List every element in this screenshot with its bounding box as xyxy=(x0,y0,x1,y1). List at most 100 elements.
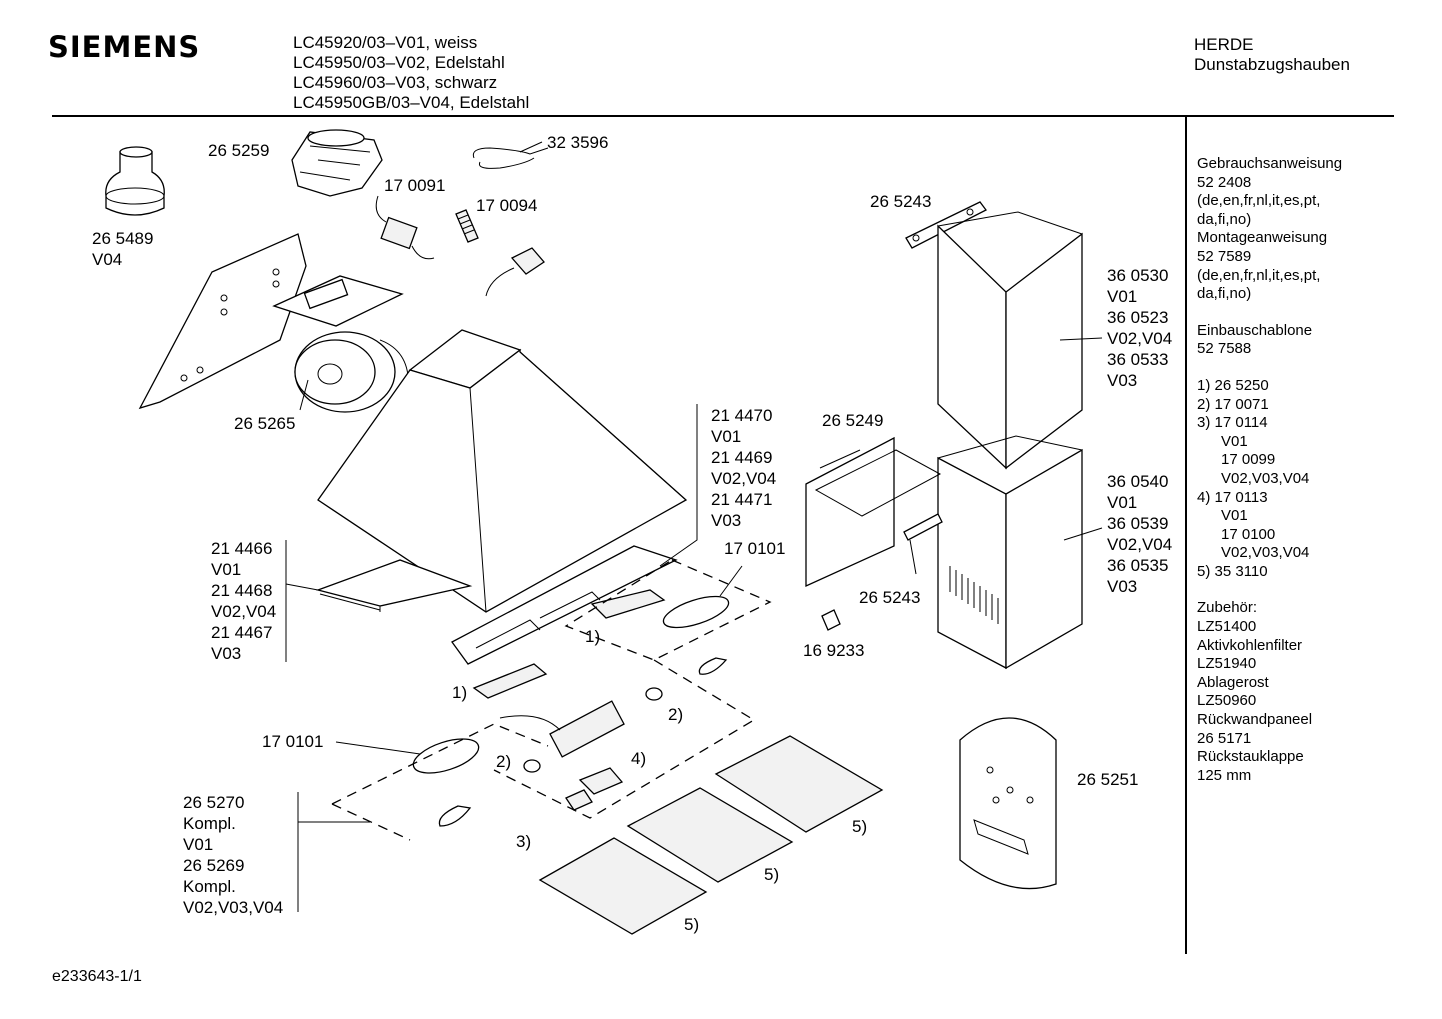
category-line: Dunstabzugshauben xyxy=(1194,55,1350,74)
accessory-list: Zubehör: LZ51400 Aktivkohlenfilter LZ519… xyxy=(1197,599,1397,785)
part-label-26-5251: 26 5251 xyxy=(1077,770,1139,789)
capacitor-part xyxy=(375,195,435,260)
accessory-line: LZ51940 xyxy=(1197,655,1257,673)
label-line: V02,V04 xyxy=(1107,535,1173,554)
label-line: Kompl. xyxy=(183,877,236,896)
label-line: 26 5489 xyxy=(92,229,154,248)
label-line: 36 0540 xyxy=(1107,472,1169,491)
footnote-line: 4) 17 0113 xyxy=(1197,488,1268,506)
small-bracket-part xyxy=(903,513,943,541)
model-list: LC45920/03–V01, weiss LC45950/03–V02, Ed… xyxy=(293,33,529,113)
accessory-line: 26 5171 xyxy=(1197,729,1252,747)
label-line: V03 xyxy=(1107,577,1138,596)
category: HERDE Dunstabzugshauben xyxy=(1194,35,1350,75)
sidebar-divider xyxy=(1185,116,1187,954)
part-label-36-0540: 36 0540 V01 36 0539 V02,V04 36 0535 V03 xyxy=(1107,471,1172,597)
footnote-line: 2) 17 0071 xyxy=(1197,395,1269,413)
document-id: e233643-1/1 xyxy=(52,968,142,985)
label-line: V01 xyxy=(1107,287,1138,306)
filter-frame-part xyxy=(451,545,678,665)
carbon-filter-part xyxy=(538,735,884,935)
part-label-26-5243: 26 5243 xyxy=(870,192,932,211)
footnote-line: 17 0099 xyxy=(1221,451,1276,469)
doc-line: (de,en,fr,nl,it,es,pt, xyxy=(1197,266,1321,284)
label-line: V03 xyxy=(711,511,742,530)
accessory-line: LZ51400 xyxy=(1197,618,1257,636)
label-line: 21 4470 xyxy=(711,406,773,425)
duct-adapter-part xyxy=(105,146,165,216)
cable-tie-part xyxy=(472,147,549,169)
accessory-line: Rückstauklappe xyxy=(1197,748,1304,766)
part-label-36-0530: 36 0530 V01 36 0523 V02,V04 36 0533 V03 xyxy=(1107,265,1172,391)
footnote-line: 1) 26 5250 xyxy=(1197,376,1269,394)
label-line: 36 0523 xyxy=(1107,308,1169,327)
label-line: Kompl. xyxy=(183,814,236,833)
doc-line: Gebrauchsanweisung xyxy=(1197,155,1343,172)
leader-lines xyxy=(285,141,1103,912)
part-label-26-5270: 26 5270 Kompl. V01 26 5269 Kompl. V02,V0… xyxy=(183,792,283,918)
screw-bag-part xyxy=(959,717,1057,890)
label-line: 21 4466 xyxy=(211,539,273,558)
accessory-line: Ablagerost xyxy=(1197,673,1269,691)
footnote-marker: 2) xyxy=(668,705,684,724)
label-line: V02,V04 xyxy=(711,469,777,488)
label-line: 36 0530 xyxy=(1107,266,1169,285)
backflow-flap-part xyxy=(291,129,383,197)
part-label-32-3596: 32 3596 xyxy=(547,133,609,152)
part-label-17-0094: 17 0094 xyxy=(476,196,538,215)
label-line: 21 4469 xyxy=(711,448,773,467)
label-line: V04 xyxy=(92,250,123,269)
label-line: V01 xyxy=(183,835,214,854)
upper-chimney-part xyxy=(937,211,1083,470)
doc-line: Montageanweisung xyxy=(1197,229,1328,247)
footnote-line: 3) 17 0114 xyxy=(1197,414,1268,432)
doc-list: Gebrauchsanweisung 52 2408 (de,en,fr,nl,… xyxy=(1197,155,1397,304)
label-line: V02,V04 xyxy=(211,602,277,621)
label-line: V01 xyxy=(711,427,742,446)
label-line: V03 xyxy=(1107,371,1138,390)
doc-line: da,fi,no) xyxy=(1197,285,1252,303)
category-line: HERDE xyxy=(1194,35,1254,54)
footnote-marker: 1) xyxy=(452,683,468,702)
blower-motor-part xyxy=(272,275,409,413)
label-line: 36 0533 xyxy=(1107,350,1169,369)
grease-filter-part xyxy=(472,589,666,699)
accessory-line: Rückwandpaneel xyxy=(1197,711,1313,729)
header-divider xyxy=(52,115,1394,117)
footnote-line: 17 0100 xyxy=(1221,525,1276,543)
part-label-26-5243: 26 5243 xyxy=(859,588,921,607)
model-item: LC45920/03–V01, weiss xyxy=(293,33,478,52)
label-line: V02,V03,V04 xyxy=(183,898,284,917)
part-label-21-4470: 21 4470 V01 21 4469 V02,V04 21 4471 V03 xyxy=(711,405,776,531)
part-label-26-5489: 26 5489 V04 xyxy=(92,228,153,270)
footnote-line: V01 xyxy=(1221,507,1248,525)
brand-logo: SIEMENS xyxy=(48,30,201,64)
doc-line: 52 7589 xyxy=(1197,247,1252,265)
doc-line: (de,en,fr,nl,it,es,pt, xyxy=(1197,192,1321,210)
footnote-line: 5) 35 3110 xyxy=(1197,562,1268,580)
footnote-line: V01 xyxy=(1221,432,1248,450)
label-line: 21 4471 xyxy=(711,490,773,509)
accessory-line: LZ50960 xyxy=(1197,692,1257,710)
label-line: V03 xyxy=(211,644,242,663)
part-label-16-9233: 16 9233 xyxy=(803,641,865,660)
template-info: Einbauschablone 52 7588 xyxy=(1197,322,1397,359)
accessory-line: Zubehör: xyxy=(1197,599,1258,617)
front-panel-part xyxy=(315,559,473,612)
footnote-marker: 3) xyxy=(516,832,532,851)
label-line: 21 4467 xyxy=(211,623,273,642)
footnote-marker: 5) xyxy=(764,865,780,884)
label-line: 26 5270 xyxy=(183,793,245,812)
spring-part xyxy=(455,209,479,243)
part-label-26-5265: 26 5265 xyxy=(234,414,296,433)
label-line: V01 xyxy=(1107,493,1138,512)
label-line: V02,V04 xyxy=(1107,329,1173,348)
footnote-marker: 5) xyxy=(684,915,700,934)
footnote-marker: 1) xyxy=(585,627,601,646)
template-line: Einbauschablone xyxy=(1197,321,1313,339)
mounting-plate-part xyxy=(138,233,307,410)
label-line: 21 4468 xyxy=(211,581,273,600)
bulb-part xyxy=(438,657,728,827)
